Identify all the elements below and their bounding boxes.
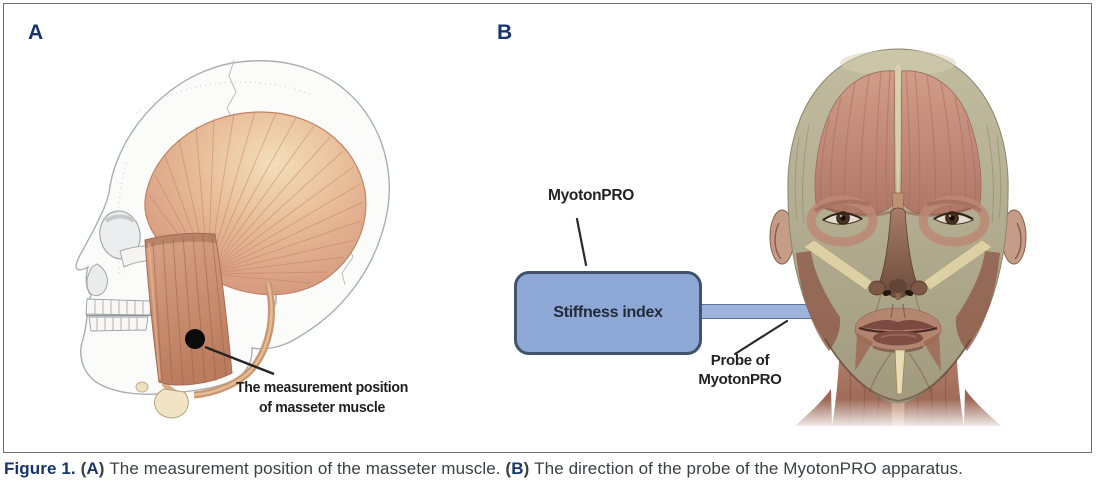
temporalis-muscle — [144, 111, 367, 296]
nasal-aperture — [86, 263, 108, 297]
panel-a-label: A — [28, 21, 43, 45]
figure-caption: Figure 1. (A) The measurement position o… — [4, 459, 1096, 479]
caption-b-text: The direction of the probe of the Myoton… — [534, 459, 963, 478]
chin-muscles — [824, 333, 972, 403]
myotonpro-device-box: Stiffness index — [514, 271, 702, 355]
caption-a-text: The measurement position of the masseter… — [109, 459, 501, 478]
bottom-fade — [769, 399, 1029, 436]
myotonpro-device-label: MyotonPRO — [548, 187, 634, 204]
face-anatomy-illustration — [769, 48, 1029, 436]
caption-b-letter: B — [511, 459, 524, 478]
zygomaticus-muscles — [796, 239, 1000, 351]
panel-b-label: B — [497, 21, 512, 45]
probe-label-line2: MyotonPRO — [698, 371, 782, 388]
ears — [769, 209, 1027, 265]
annotation-leader-line — [204, 345, 275, 376]
mouth — [854, 303, 942, 353]
nose — [868, 192, 928, 300]
caption-b-paren-close: ) — [523, 459, 535, 478]
masseter-annotation-line2: of masseter muscle — [258, 400, 386, 416]
masseter-muscle — [144, 232, 233, 386]
face-illustration-wrap — [769, 41, 1029, 436]
panel-a-letter: A — [28, 21, 44, 44]
hyoid-bone — [135, 381, 189, 419]
panel-b-letter: B — [497, 21, 513, 44]
probe-label-line1: Probe of — [710, 352, 770, 369]
stiffness-index-text: Stiffness index — [553, 304, 663, 321]
caption-a-paren-close: ) — [98, 459, 110, 478]
probe-label: Probe of MyotonPRO — [677, 351, 803, 389]
eye-socket — [99, 210, 141, 260]
caption-b-paren-open: ( — [500, 459, 512, 478]
masseter-annotation-line1: The measurement position — [236, 380, 408, 396]
eyes — [821, 211, 975, 225]
skull-illustration-wrap — [56, 43, 396, 423]
device-leader-line — [575, 217, 588, 267]
skull-illustration — [75, 59, 390, 419]
measurement-point-marker — [185, 329, 205, 349]
frontalis-muscles — [814, 64, 982, 217]
caption-figure-label: Figure 1. — [4, 459, 76, 478]
caption-a-paren-open: ( — [75, 459, 87, 478]
caption-a-letter: A — [86, 459, 99, 478]
teeth — [85, 298, 152, 332]
orbital-muscles — [806, 195, 990, 247]
figure-panel-container: A B — [3, 3, 1092, 453]
masseter-annotation: The measurement position of masseter mus… — [222, 378, 422, 418]
